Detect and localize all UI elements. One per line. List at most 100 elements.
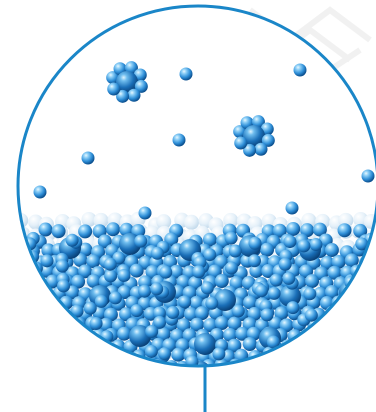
bed-particle bbox=[66, 335, 81, 350]
bed-particle bbox=[325, 344, 340, 359]
bed-particle bbox=[14, 286, 28, 300]
bed-particle bbox=[94, 348, 109, 363]
bed-particle bbox=[296, 360, 309, 373]
bed-particle bbox=[14, 348, 29, 363]
bed-particle bbox=[39, 308, 53, 322]
bed-particle bbox=[300, 347, 313, 360]
bed-particle bbox=[350, 342, 363, 355]
bed-particle bbox=[2, 243, 16, 257]
bed-particle bbox=[8, 359, 22, 373]
bed-particle bbox=[61, 319, 75, 333]
bed-particle bbox=[44, 300, 59, 315]
bed-particle bbox=[365, 337, 376, 352]
bed-particle bbox=[78, 333, 93, 348]
bed-particle bbox=[328, 368, 343, 383]
bed-particle bbox=[102, 356, 115, 369]
bed-particle bbox=[346, 338, 360, 352]
bed-particle bbox=[79, 357, 94, 372]
bed-particle bbox=[232, 305, 245, 318]
bed-particle bbox=[319, 338, 333, 352]
bed-particle bbox=[33, 297, 47, 311]
bed-particle bbox=[286, 301, 299, 314]
cluster-atom bbox=[254, 143, 267, 156]
bed-particle bbox=[57, 347, 72, 362]
bed-particle bbox=[287, 350, 301, 364]
bed-particle bbox=[358, 360, 372, 374]
bed-particle bbox=[315, 361, 330, 376]
bed-particle bbox=[192, 265, 205, 278]
bed-particle bbox=[158, 347, 171, 360]
bed-particle bbox=[32, 319, 45, 332]
bed-particle bbox=[4, 349, 19, 364]
bed-particle bbox=[150, 282, 163, 295]
bed-core bbox=[319, 333, 341, 355]
bed-particle bbox=[58, 340, 72, 354]
bed-particle bbox=[151, 247, 164, 260]
bed-particle bbox=[366, 288, 376, 303]
bed-particle bbox=[342, 336, 357, 351]
bed-particle bbox=[312, 328, 326, 342]
bed-particle bbox=[104, 258, 117, 271]
bed-particle bbox=[215, 274, 229, 288]
bed-particle bbox=[39, 371, 54, 386]
bed-particle bbox=[364, 273, 376, 288]
bed-particle bbox=[28, 329, 42, 343]
bed-particle bbox=[252, 358, 267, 373]
bed-particle bbox=[14, 273, 29, 288]
bed-particle bbox=[52, 369, 67, 384]
bed-particle bbox=[315, 334, 330, 349]
bed-particle bbox=[159, 266, 172, 279]
bed-particle bbox=[253, 358, 267, 372]
bed-particle bbox=[279, 258, 292, 271]
free-particle bbox=[139, 207, 152, 220]
bed-particle bbox=[166, 368, 179, 381]
bed-particle bbox=[370, 254, 376, 268]
bed-particle bbox=[370, 318, 376, 332]
bed-particle bbox=[66, 234, 79, 247]
bed-particle bbox=[8, 274, 22, 288]
bed-particle bbox=[338, 371, 353, 386]
bed-particle bbox=[30, 332, 45, 347]
bed-particle bbox=[297, 363, 310, 376]
bed-particle bbox=[22, 277, 36, 291]
bed-particle bbox=[26, 274, 41, 289]
bed-particle bbox=[340, 309, 355, 324]
bed-particle bbox=[263, 357, 278, 372]
bed-particle bbox=[18, 311, 33, 326]
bed-particle bbox=[367, 272, 376, 285]
bed-particle bbox=[353, 345, 368, 360]
bed-particle bbox=[14, 306, 28, 320]
bed-particle bbox=[325, 324, 338, 337]
bed-particle bbox=[112, 361, 126, 375]
bed-particle bbox=[364, 325, 376, 340]
bed-particle bbox=[27, 298, 42, 313]
bed-particle bbox=[222, 373, 237, 388]
bed-particle bbox=[346, 317, 360, 331]
bed-particle bbox=[290, 349, 305, 364]
bed-particle bbox=[187, 371, 202, 386]
bed-particle bbox=[351, 349, 365, 363]
bed-particle bbox=[318, 358, 332, 372]
bed-particle bbox=[332, 337, 346, 351]
bed-particle bbox=[15, 273, 28, 286]
bed-particle bbox=[184, 215, 199, 230]
bed-particle bbox=[65, 323, 80, 338]
free-particle bbox=[286, 202, 299, 215]
bed-particle bbox=[307, 339, 321, 353]
bed-particle bbox=[5, 225, 20, 240]
bed-particle bbox=[33, 358, 47, 372]
bed-particle bbox=[60, 360, 74, 374]
bed-particle bbox=[297, 335, 310, 348]
bed-particle bbox=[273, 361, 288, 376]
bed-particle bbox=[72, 359, 86, 373]
bed-particle bbox=[56, 260, 69, 273]
bed-particle bbox=[44, 336, 57, 349]
bed-particle bbox=[201, 281, 214, 294]
bed-particle bbox=[0, 264, 15, 279]
bed-particle bbox=[295, 340, 308, 353]
bed-particle bbox=[52, 348, 66, 362]
bed-particle bbox=[277, 372, 292, 387]
bed-particle bbox=[297, 239, 310, 252]
bed-particle bbox=[78, 224, 92, 238]
bed-particle bbox=[171, 348, 185, 362]
